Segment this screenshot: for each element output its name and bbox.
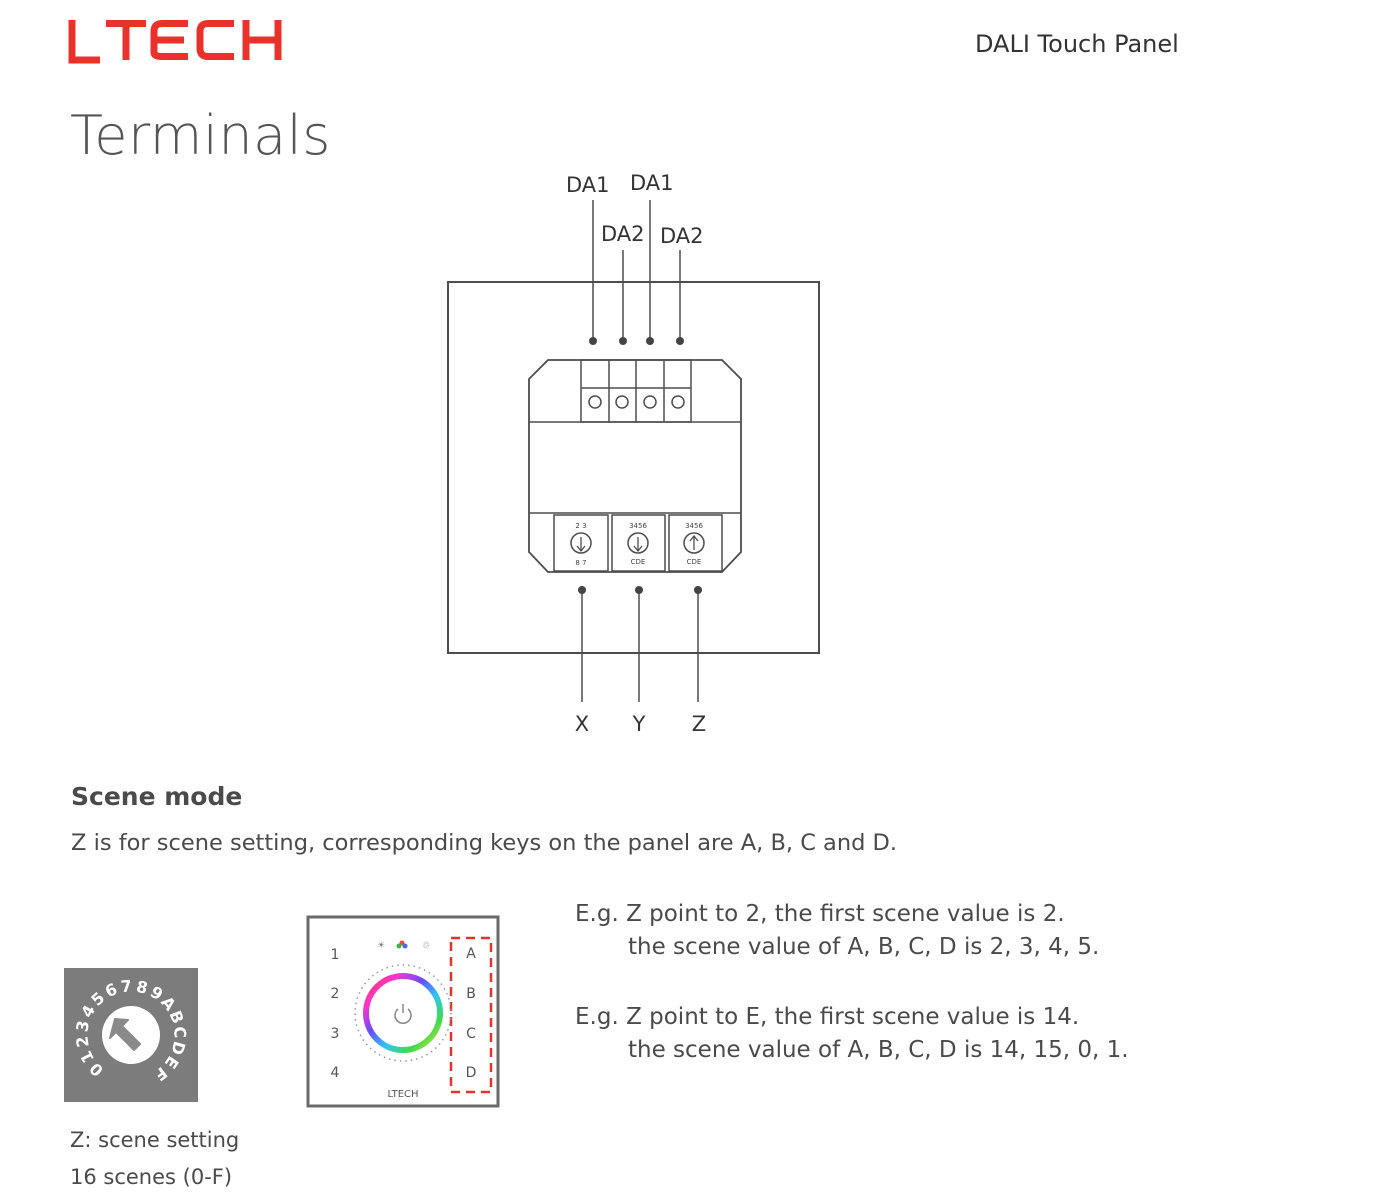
scene-mode-description: Z is for scene setting, corresponding ke… — [71, 830, 898, 856]
example-1-line-1: E.g. Z point to 2, the first scene value… — [575, 901, 1065, 927]
panel-key-a: A — [466, 946, 476, 962]
dial-caption-line2: 16 scenes (0-F) — [70, 1165, 233, 1189]
example-2-line-1: E.g. Z point to E, the first scene value… — [575, 1004, 1080, 1030]
terminal-label-da1-right: DA1 — [630, 171, 674, 195]
switch-label-x: X — [575, 712, 589, 736]
power-icon — [394, 1004, 412, 1024]
touch-panel-illustration: 1 2 3 4 A B C D ☀ ♲ LTECH — [306, 915, 500, 1108]
mode-icon: ♲ — [422, 941, 430, 951]
svg-text:8 7: 8 7 — [575, 559, 586, 567]
svg-text:3456: 3456 — [629, 522, 647, 530]
terminal-label-da2-left: DA2 — [601, 222, 645, 246]
terminal-label-da2-right: DA2 — [660, 224, 704, 248]
terminal-diagram: 2 3 3456 3456 8 7 CDE CDE DA1 DA1 DA2 DA… — [447, 171, 820, 736]
switch-label-z: Z — [692, 712, 706, 736]
dial-digit: C — [170, 1026, 190, 1039]
example-1-line-2: the scene value of A, B, C, D is 2, 3, 4… — [628, 934, 1100, 960]
brightness-icon: ☀ — [377, 941, 385, 951]
section-title: Terminals — [70, 104, 331, 167]
panel-key-b: B — [466, 986, 476, 1002]
document-title: DALI Touch Panel — [975, 30, 1179, 58]
dial-digit: D — [167, 1039, 189, 1057]
scene-mode-heading: Scene mode — [71, 782, 243, 811]
panel-key-2: 2 — [331, 986, 340, 1002]
panel-key-4: 4 — [331, 1065, 340, 1081]
example-2-line-2: the scene value of A, B, C, D is 14, 15,… — [628, 1037, 1129, 1063]
color-icon — [396, 940, 408, 949]
svg-text:2 3: 2 3 — [575, 522, 586, 530]
svg-text:3456: 3456 — [685, 522, 703, 530]
dial-arrow-icon — [109, 1018, 141, 1051]
ltech-logo — [68, 20, 282, 64]
panel-key-1: 1 — [331, 947, 340, 963]
svg-text:CDE: CDE — [631, 558, 646, 566]
switch-label-y: Y — [632, 712, 646, 736]
color-wheel-ring — [363, 973, 443, 1053]
panel-brand: LTECH — [387, 1089, 418, 1100]
dimmer-dots — [354, 964, 452, 1062]
svg-text:CDE: CDE — [687, 558, 702, 566]
dial-digit: 2 — [72, 1035, 92, 1049]
scene-keys-highlight — [449, 936, 493, 1094]
terminal-label-da1-left: DA1 — [566, 173, 610, 197]
dial-digit: 3 — [72, 1019, 93, 1033]
panel-key-3: 3 — [331, 1026, 340, 1042]
dial-digit: 7 — [120, 976, 133, 996]
panel-key-d: D — [466, 1065, 477, 1081]
dial-caption-line1: Z: scene setting — [70, 1128, 240, 1152]
panel-key-c: C — [466, 1026, 476, 1042]
dial-digit: 8 — [134, 977, 149, 998]
